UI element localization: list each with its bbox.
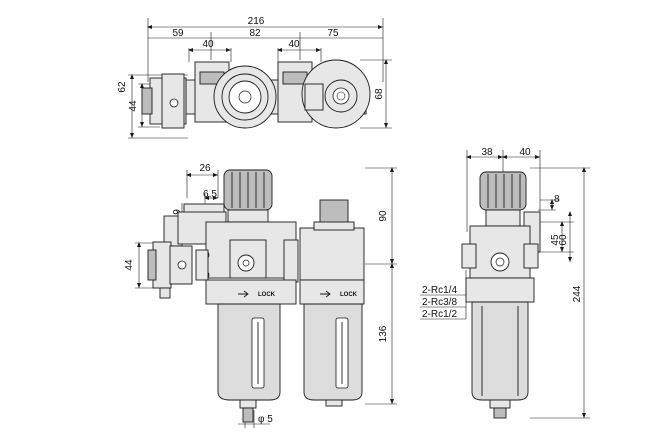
dim-middle-section: 82 (249, 28, 261, 39)
dim-side-left: 38 (481, 147, 493, 158)
dim-side-small: 8 (554, 194, 560, 205)
side-view: 38 40 8 45 60 244 2-Rc1/4 2-Rc3/8 2-Rc1/… (420, 147, 590, 419)
dim-left-section: 59 (172, 28, 184, 39)
port-label-1: 2-Rc1/4 (422, 285, 457, 296)
dim-port-right: 40 (288, 39, 300, 50)
dim-height-large: 62 (117, 81, 128, 93)
lock-label-right: LOCK (340, 292, 358, 298)
side-view-body (461, 171, 541, 419)
dim-height-small: 44 (128, 100, 139, 112)
dim-offset: 26 (199, 163, 211, 174)
dim-lower-height: 136 (378, 325, 389, 342)
port-label-2: 2-Rc3/8 (422, 297, 457, 308)
top-view-body (141, 59, 371, 129)
lock-label-left: LOCK (258, 292, 276, 298)
dim-port-left: 40 (202, 39, 214, 50)
dim-side-mount: 60 (558, 234, 569, 246)
dim-upper-height: 90 (378, 210, 389, 222)
dim-overall-width: 216 (248, 16, 265, 27)
dim-drain-diameter: φ 5 (258, 414, 273, 425)
dim-side-mid: 45 (550, 234, 561, 246)
port-label-3: 2-Rc1/2 (422, 309, 457, 320)
front-view-body: LOCK LOCK (147, 169, 365, 423)
dim-right-section: 75 (327, 28, 339, 39)
dim-side-right: 40 (519, 147, 531, 158)
dim-side-total: 244 (572, 285, 583, 302)
top-view: 216 59 82 75 40 40 62 44 68 (117, 16, 392, 139)
dim-height-right: 68 (374, 88, 385, 100)
dim-plate: 9 (172, 209, 183, 215)
dim-gauge-height: 44 (124, 259, 135, 271)
dim-bracket: 6.5 (203, 189, 217, 200)
front-view: 26 6.5 9 44 90 136 φ 5 (124, 163, 397, 428)
